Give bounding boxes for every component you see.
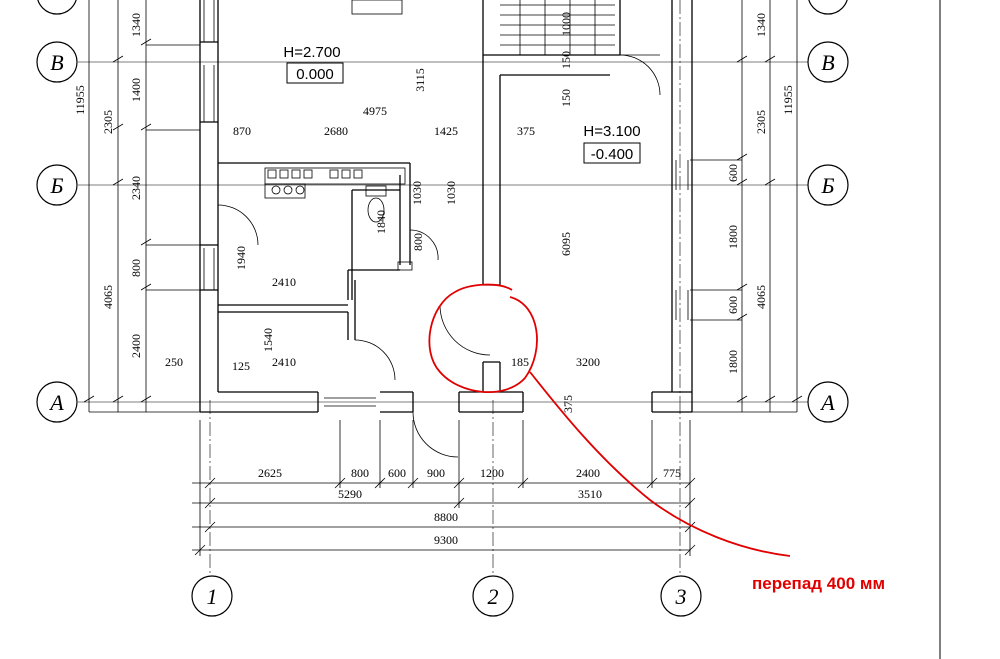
dim-3115: 3115 (413, 68, 427, 92)
bottom-dimension-chains (192, 420, 696, 556)
windows (203, 0, 689, 407)
kitchen-equipment (264, 167, 413, 271)
dim-right-overall: 11955 (781, 85, 795, 115)
dim-375a: 375 (517, 124, 535, 138)
dim-1030b: 1030 (444, 181, 458, 205)
left-dimension-chains (83, 0, 200, 413)
dim-b775: 775 (663, 466, 681, 480)
right-dimension-chains (690, 0, 803, 413)
axis-label-2: 2 (488, 584, 499, 609)
dim-4975: 4975 (363, 104, 387, 118)
dim-b2625: 2625 (258, 466, 282, 480)
dim-right-1800b: 1800 (726, 350, 740, 374)
axis-label-v-right: В (821, 50, 834, 75)
axis-label-3: 3 (675, 584, 687, 609)
dim-left-2400: 2400 (129, 334, 143, 358)
dim-250: 250 (165, 355, 183, 369)
dim-1425: 1425 (434, 124, 458, 138)
door-swings (217, 54, 661, 458)
dim-870: 870 (233, 124, 251, 138)
dim-left-1340: 1340 (129, 13, 143, 37)
axis-bubbles (36, 0, 849, 617)
dim-150b: 150 (559, 51, 573, 69)
room2-level: -0.400 (591, 146, 634, 163)
dim-left-1400: 1400 (129, 78, 143, 102)
dim-150a: 150 (559, 89, 573, 107)
dim-1840: 1840 (374, 210, 388, 234)
dim-b900: 900 (427, 466, 445, 480)
dim-b9300: 9300 (434, 533, 458, 547)
axis-label-b-right: Б (821, 173, 835, 198)
red-markup (428, 283, 791, 557)
walls (199, 0, 693, 413)
dim-left-2340: 2340 (129, 176, 143, 200)
dim-b600: 600 (388, 466, 406, 480)
dim-left-800: 800 (129, 259, 143, 277)
dim-right-1800a: 1800 (726, 225, 740, 249)
dim-1030a: 1030 (410, 181, 424, 205)
axis-label-b-left: Б (50, 173, 64, 198)
dim-125: 125 (232, 359, 250, 373)
room1-level: 0.000 (296, 66, 334, 83)
annotation-note: перепад 400 мм (752, 574, 886, 593)
dim-3200: 3200 (576, 355, 600, 369)
dim-b2400: 2400 (576, 466, 600, 480)
dim-right-2305: 2305 (754, 110, 768, 134)
dim-800b: 800 (411, 233, 425, 251)
dim-right-600b: 600 (726, 296, 740, 314)
dim-375b: 375 (561, 395, 575, 413)
room1-height: H=2.700 (283, 44, 340, 61)
dim-left-2305: 2305 (101, 110, 115, 134)
dim-b8800: 8800 (434, 510, 458, 524)
axis-lines (78, 0, 808, 575)
dim-185: 185 (511, 355, 529, 369)
dim-1000: 1000 (559, 12, 573, 36)
dim-left-overall: 11955 (73, 85, 87, 115)
room1-level-box (286, 62, 344, 84)
room2-height: H=3.100 (583, 123, 640, 140)
dim-6095: 6095 (559, 232, 573, 256)
dim-b800: 800 (351, 466, 369, 480)
dim-2410a: 2410 (272, 275, 296, 289)
axis-label-1: 1 (207, 584, 218, 609)
dim-right-1340: 1340 (754, 13, 768, 37)
axis-label-a-left: А (48, 390, 64, 415)
axis-label-v-left: В (50, 50, 63, 75)
dim-right-600a: 600 (726, 164, 740, 182)
stairs (351, 0, 615, 55)
dim-b5290: 5290 (338, 487, 362, 501)
dim-left-4065: 4065 (101, 285, 115, 309)
dim-2410b: 2410 (272, 355, 296, 369)
room2-level-box (583, 142, 641, 164)
axis-label-a-right: А (819, 390, 835, 415)
dim-1540: 1540 (261, 328, 275, 352)
dim-1940: 1940 (234, 246, 248, 270)
dim-right-4065: 4065 (754, 285, 768, 309)
dim-b1200: 1200 (480, 466, 504, 480)
dim-b3510: 3510 (578, 487, 602, 501)
dim-2680: 2680 (324, 124, 348, 138)
